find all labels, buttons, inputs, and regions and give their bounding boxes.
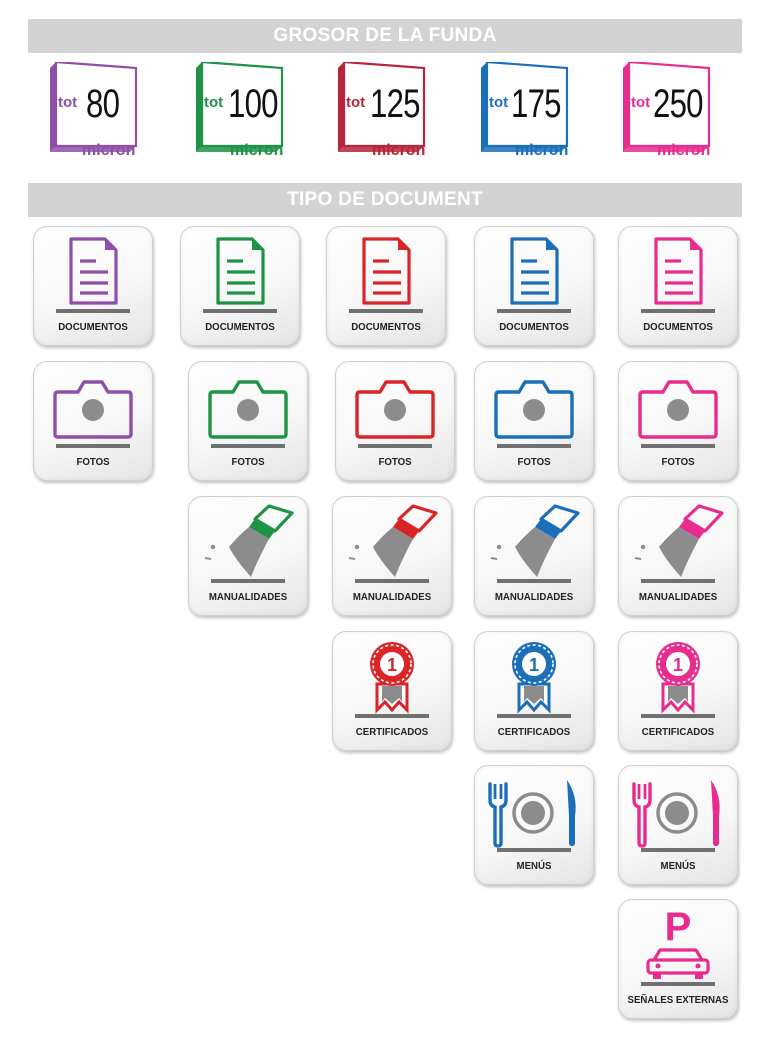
thickness-value: 250 bbox=[653, 82, 704, 126]
document-icon bbox=[641, 237, 715, 313]
pouch-box-icon bbox=[623, 62, 711, 152]
thickness-value: 80 bbox=[86, 82, 120, 126]
thickness-option-80: tot 80 micron bbox=[50, 62, 142, 159]
pouch-box-icon bbox=[481, 62, 569, 152]
parking-car-icon: P bbox=[641, 905, 715, 986]
doc-type-label: FOTOS bbox=[661, 456, 695, 468]
pouch-box-icon bbox=[338, 62, 426, 152]
doc-type-fotos-tile[interactable]: FOTOS bbox=[618, 361, 738, 481]
thickness-unit: micron bbox=[372, 142, 426, 159]
glue-brush-icon bbox=[490, 504, 580, 583]
document-icon bbox=[349, 237, 423, 313]
doc-type-manualidades-tile[interactable]: MANUALIDADES bbox=[474, 496, 594, 616]
thickness-tot-label: tot bbox=[631, 94, 651, 111]
thickness-tot-label: tot bbox=[346, 94, 366, 111]
camera-icon bbox=[53, 380, 133, 448]
svg-text:1: 1 bbox=[387, 655, 397, 675]
camera-icon bbox=[638, 380, 718, 448]
doc-type-documentos-tile[interactable]: DOCUMENTOS bbox=[33, 226, 153, 346]
thickness-unit: micron bbox=[515, 142, 569, 159]
award-ribbon-icon: 1 bbox=[497, 642, 571, 718]
doc-type-label: MANUALIDADES bbox=[638, 591, 718, 603]
doc-type-manualidades-tile[interactable]: MANUALIDADES bbox=[188, 496, 308, 616]
thickness-unit: micron bbox=[657, 142, 711, 159]
doc-type-label: CERTIFICADOS bbox=[497, 726, 571, 738]
doc-type-documentos-tile[interactable]: DOCUMENTOS bbox=[474, 226, 594, 346]
doc-type-label: DOCUMENTOS bbox=[58, 321, 128, 333]
cutlery-plate-icon bbox=[632, 780, 720, 852]
thickness-tot-label: tot bbox=[489, 94, 509, 111]
glue-brush-icon bbox=[348, 504, 438, 583]
doc-type-documentos-tile[interactable]: DOCUMENTOS bbox=[180, 226, 300, 346]
thickness-value: 125 bbox=[370, 82, 421, 126]
document-type-section-title: TIPO DE DOCUMENT bbox=[28, 183, 742, 217]
doc-type-label: FOTOS bbox=[231, 456, 265, 468]
doc-type-documentos-tile[interactable]: DOCUMENTOS bbox=[326, 226, 446, 346]
doc-type-fotos-tile[interactable]: FOTOS bbox=[33, 361, 153, 481]
document-icon bbox=[56, 237, 130, 313]
camera-icon bbox=[494, 380, 574, 448]
camera-icon bbox=[208, 380, 288, 448]
thickness-unit: micron bbox=[82, 142, 136, 159]
doc-type-fotos-tile[interactable]: FOTOS bbox=[188, 361, 308, 481]
doc-type-label: SEÑALES EXTERNAS bbox=[627, 994, 729, 1006]
doc-type-manualidades-tile[interactable]: MANUALIDADES bbox=[618, 496, 738, 616]
thickness-tot-label: tot bbox=[204, 94, 224, 111]
doc-type-label: CERTIFICADOS bbox=[641, 726, 715, 738]
document-icon bbox=[203, 237, 277, 313]
doc-type-menus-tile[interactable]: MENÚS bbox=[618, 765, 738, 885]
doc-type-documentos-tile[interactable]: DOCUMENTOS bbox=[618, 226, 738, 346]
doc-type-label: MANUALIDADES bbox=[208, 591, 288, 603]
doc-type-label: CERTIFICADOS bbox=[355, 726, 429, 738]
doc-type-label: MENÚS bbox=[516, 860, 552, 872]
doc-type-label: MANUALIDADES bbox=[352, 591, 432, 603]
doc-type-label: MANUALIDADES bbox=[494, 591, 574, 603]
svg-text:P: P bbox=[665, 905, 692, 949]
doc-type-label: DOCUMENTOS bbox=[351, 321, 421, 333]
doc-type-label: FOTOS bbox=[76, 456, 110, 468]
doc-type-fotos-tile[interactable]: FOTOS bbox=[335, 361, 455, 481]
document-icon bbox=[497, 237, 571, 313]
doc-type-senales-tile[interactable]: P SEÑALES EXTERNAS bbox=[618, 899, 738, 1019]
svg-text:1: 1 bbox=[529, 655, 539, 675]
glue-brush-icon bbox=[634, 504, 724, 583]
award-ribbon-icon: 1 bbox=[641, 642, 715, 718]
camera-icon bbox=[355, 380, 435, 448]
doc-type-fotos-tile[interactable]: FOTOS bbox=[474, 361, 594, 481]
doc-type-label: FOTOS bbox=[517, 456, 551, 468]
cutlery-plate-icon bbox=[488, 780, 576, 852]
pouch-box-icon bbox=[196, 62, 284, 152]
glue-brush-icon bbox=[204, 504, 294, 583]
thickness-section-title: GROSOR DE LA FUNDA bbox=[28, 19, 742, 53]
thickness-value: 100 bbox=[228, 82, 279, 126]
thickness-unit: micron bbox=[230, 142, 284, 159]
svg-text:1: 1 bbox=[673, 655, 683, 675]
award-ribbon-icon: 1 bbox=[355, 642, 429, 718]
pouch-box-icon bbox=[50, 62, 138, 152]
doc-type-menus-tile[interactable]: MENÚS bbox=[474, 765, 594, 885]
doc-type-label: MENÚS bbox=[660, 860, 696, 872]
doc-type-manualidades-tile[interactable]: MANUALIDADES bbox=[332, 496, 452, 616]
doc-type-label: DOCUMENTOS bbox=[205, 321, 275, 333]
doc-type-label: DOCUMENTOS bbox=[643, 321, 713, 333]
thickness-value: 175 bbox=[511, 82, 562, 126]
doc-type-label: FOTOS bbox=[378, 456, 412, 468]
thickness-tot-label: tot bbox=[58, 94, 78, 111]
doc-type-label: DOCUMENTOS bbox=[499, 321, 569, 333]
